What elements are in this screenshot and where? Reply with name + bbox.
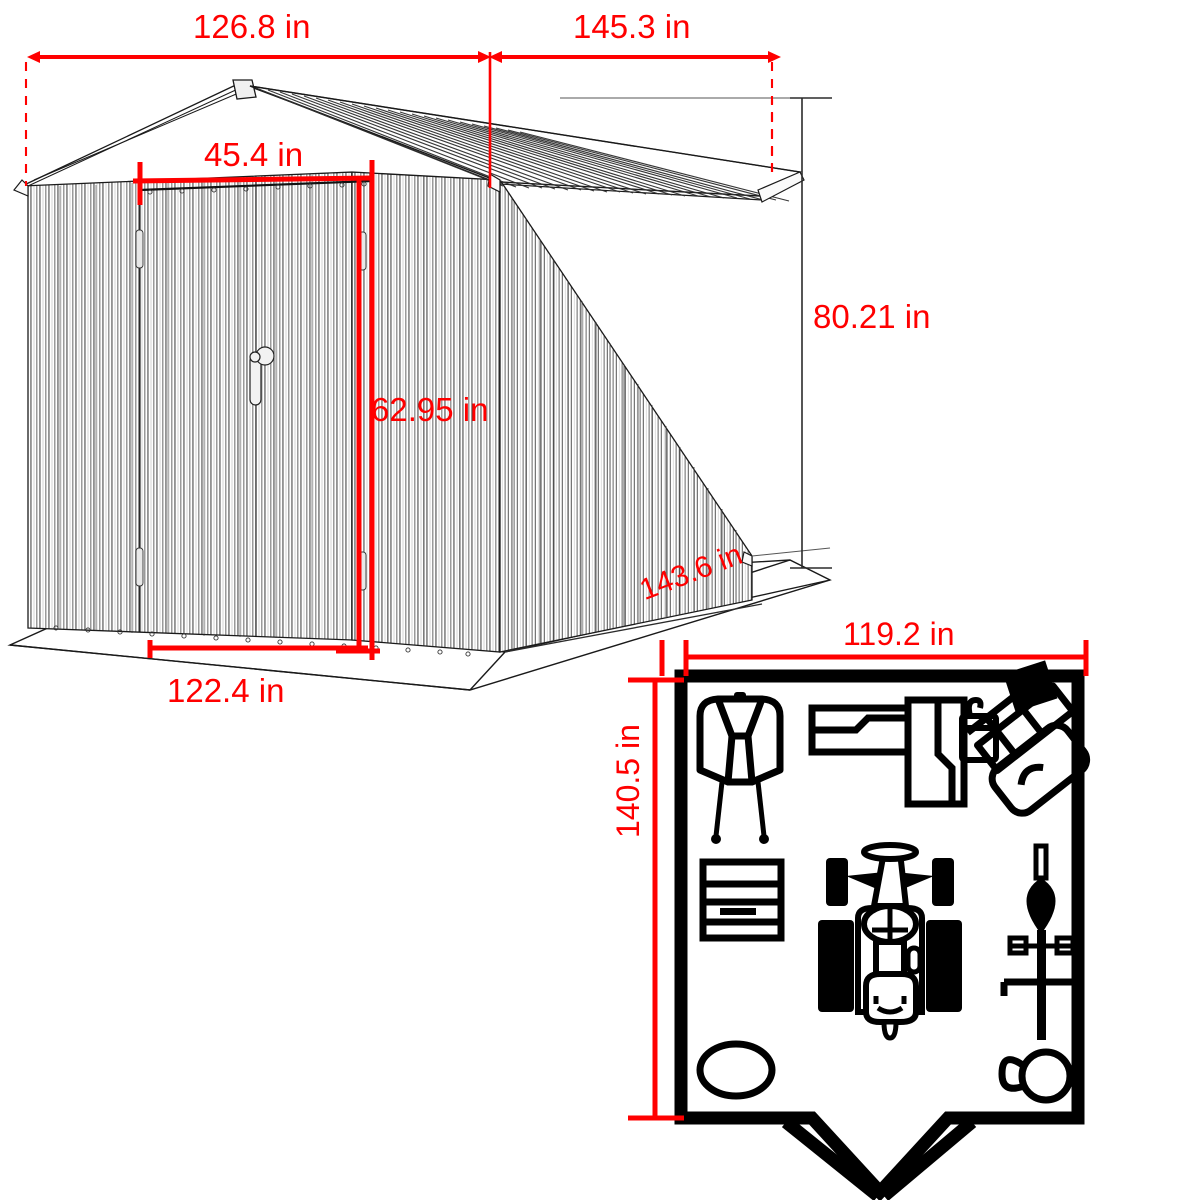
riding-mower-icon [818,842,962,1041]
shed-perspective-view [7,79,832,691]
bicycle-icon [1000,843,1083,1040]
door-leaf-left [781,1116,883,1200]
perspective-dimension-annotations [24,51,781,660]
dimension-door-width [132,160,375,660]
dimension-overall-height [790,97,832,569]
shed-side-wall [499,177,753,653]
dimension-interior-width [683,640,1089,676]
push-mower-icon [965,660,1091,817]
dimension-label-door-width: 45.4 in [204,136,304,173]
dimension-label-interior-depth: 140.5 in [610,724,646,838]
storage-cabinet-icon [699,858,785,942]
wheelbarrow-icon [696,692,784,844]
dimension-label-interior-width: 119.2 in [843,616,955,652]
door-rivets [53,181,471,657]
bucket-icon [696,1040,776,1100]
dimension-interior-depth [628,677,684,1121]
door-leaf-right [879,1117,977,1200]
dimension-base-width [147,640,368,658]
dimension-base-depth [504,603,763,653]
dimension-label-front-width: 126.8 in [193,8,311,45]
side-wall-ribs [511,198,737,651]
dimension-door-height [336,180,380,654]
shovel-icon [998,1048,1074,1104]
dimension-label-overall-height: 80.21 in [813,298,931,335]
shed-floor-plan [674,660,1091,1200]
dimension-label-side-length: 145.3 in [573,8,691,45]
extension-lines [24,62,774,186]
roof-back-edge [560,97,831,557]
roof-ridge-cap [232,79,257,100]
door-handle [249,346,275,406]
shed-front-wall [27,171,501,653]
dimension-label-base-width: 122.4 in [167,672,285,709]
dimension-label-door-height: 62.95 in [371,391,489,428]
floorplan-dimension-annotations [628,640,1089,1121]
front-wall-ribs [59,174,461,649]
